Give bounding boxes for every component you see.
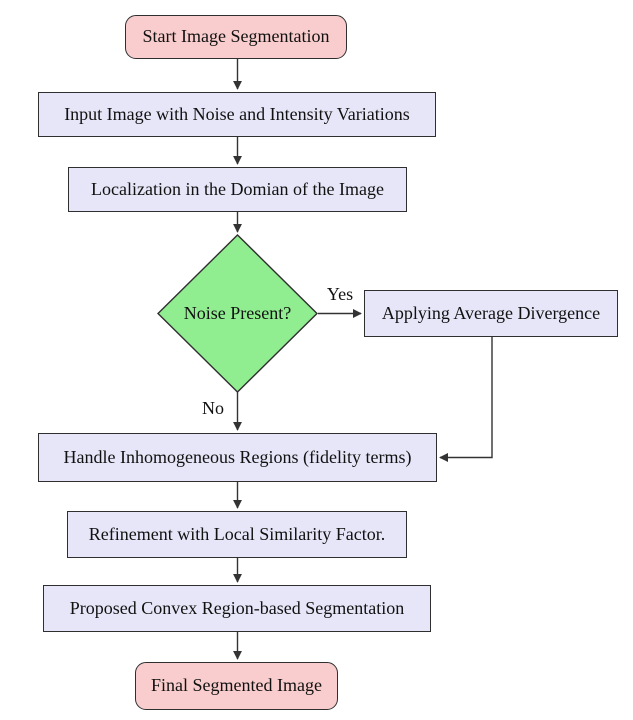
node-refinement-local-similarity: Refinement with Local Similarity Factor. [67,511,407,558]
edge-label-no: No [202,398,224,418]
arrow-divergence-to-handle [439,337,493,462]
node-applying-average-divergence: Applying Average Divergence [364,290,618,337]
edge-label-yes: Yes [326,284,354,304]
node-input-image: Input Image with Noise and Intensity Var… [38,92,436,137]
node-final-segmented-image: Final Segmented Image [135,662,338,710]
node-proposed-convex-segmentation: Proposed Convex Region-based Segmentatio… [43,585,431,632]
node-localization: Localization in the Domian of the Image [68,167,407,212]
node-start-image-segmentation: Start Image Segmentation [125,15,347,59]
node-decision-noise-present: Noise Present? [183,303,292,323]
node-handle-inhomogeneous-regions: Handle Inhomogeneous Regions (fidelity t… [38,433,437,482]
